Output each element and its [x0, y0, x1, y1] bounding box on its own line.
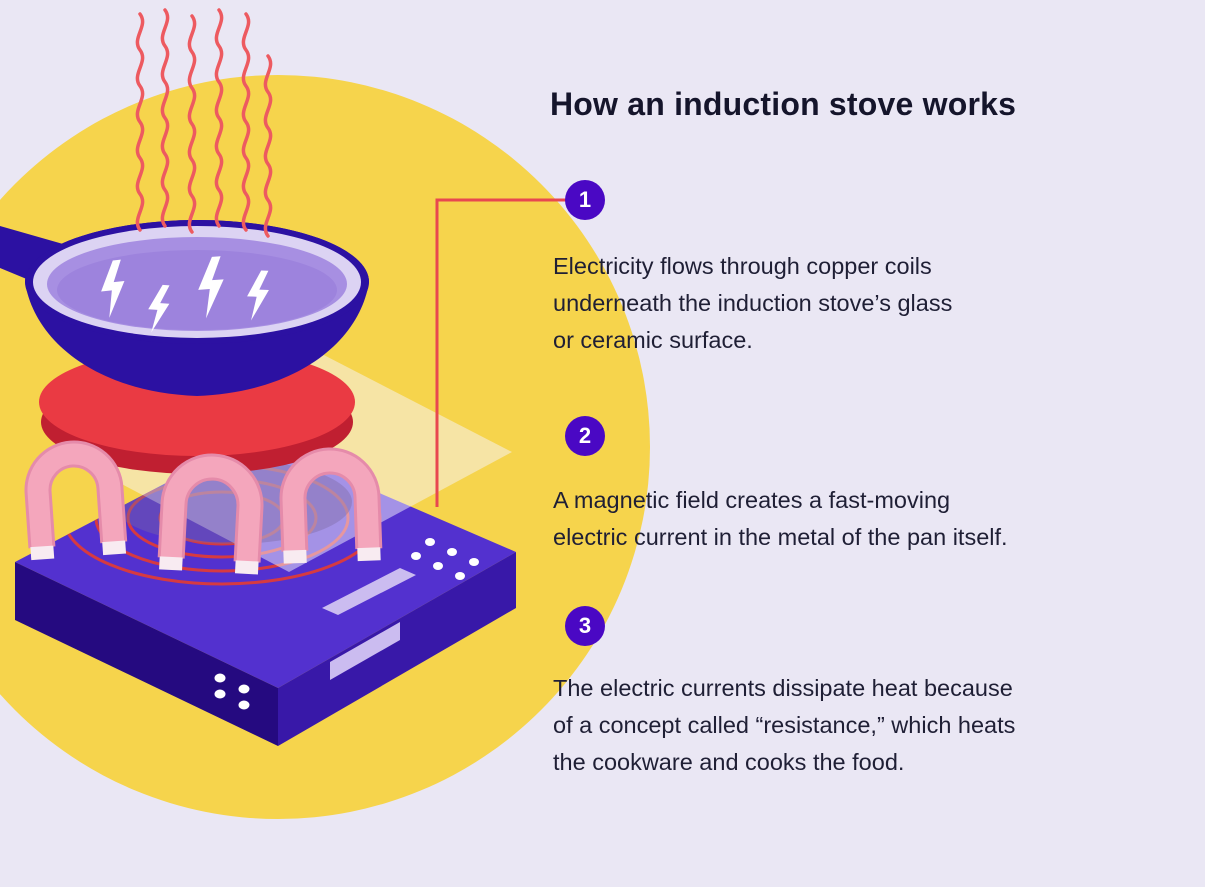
- magnet-icon: [279, 447, 383, 564]
- control-panel: [214, 538, 479, 710]
- step-2-badge: 2: [565, 416, 605, 456]
- step-1-badge: 1: [565, 180, 605, 220]
- page-title: How an induction stove works: [550, 86, 1017, 122]
- magnet-icon: [157, 453, 264, 575]
- step-2-text: A magnetic field creates a fast-moving e…: [553, 487, 1008, 550]
- step-3-text: The electric currents dissipate heat bec…: [553, 675, 1016, 775]
- step-1-text: Electricity flows through copper coils u…: [553, 253, 953, 353]
- magnets: [24, 440, 383, 575]
- control-buttons: [214, 538, 479, 710]
- magnet-icon: [24, 440, 128, 561]
- step-3-badge: 3: [565, 606, 605, 646]
- step-1-number: 1: [578, 187, 592, 212]
- step-2-number: 2: [578, 423, 592, 448]
- display-screen: [322, 568, 416, 615]
- connector-line: [435, 198, 566, 507]
- step-3-number: 3: [578, 613, 592, 638]
- pan: [0, 220, 369, 396]
- heat-waves: [135, 8, 273, 238]
- display-screen: [330, 622, 400, 680]
